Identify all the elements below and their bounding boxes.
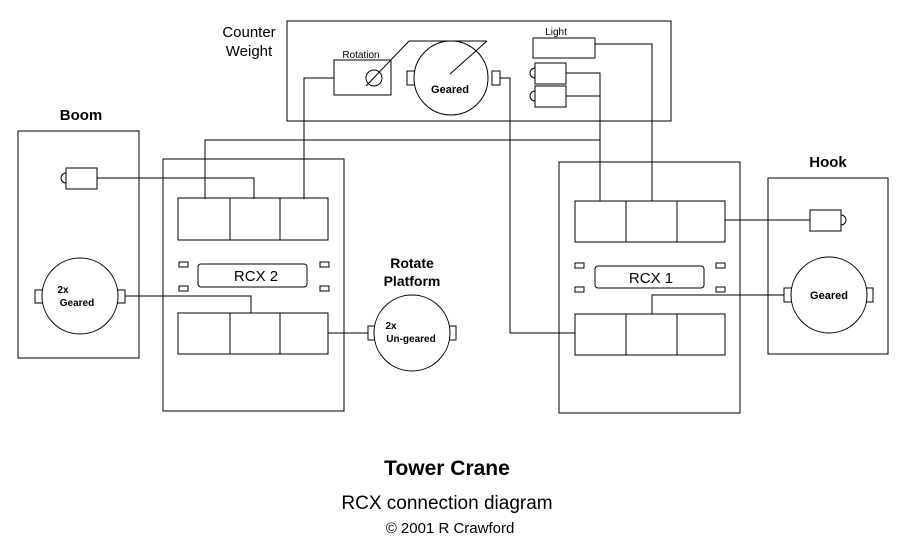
rcx2-input-3 bbox=[279, 197, 329, 241]
counterweight-motor: Geared bbox=[406, 40, 501, 116]
rcx1-output-c bbox=[676, 313, 726, 356]
rcx2-display bbox=[197, 263, 308, 288]
light-sensor-label: Light bbox=[545, 27, 567, 38]
hook-motor-label: Geared bbox=[810, 290, 848, 302]
hook-touch-sensor bbox=[809, 209, 847, 232]
rcx2-label: RCX 2 bbox=[234, 268, 278, 285]
rcx2-input-1 bbox=[177, 197, 231, 241]
rotate-platform-label-line1: Rotate bbox=[390, 255, 434, 271]
counterweight-label-line2: Weight bbox=[226, 43, 273, 60]
rcx1-brick: RCX 1 bbox=[558, 161, 741, 414]
rcx2-output-c bbox=[279, 312, 329, 355]
rcx2-input-2 bbox=[229, 197, 281, 241]
diagram-subtitle: RCX connection diagram bbox=[341, 493, 552, 514]
motor-terminal-right bbox=[491, 70, 501, 86]
rcx2-output-b bbox=[229, 312, 281, 355]
rotate-platform-label-line2: Platform bbox=[384, 273, 441, 289]
boom-motor-label-1: 2x bbox=[57, 285, 69, 296]
rcx2-brick: RCX 2 bbox=[162, 158, 345, 412]
counterweight-motor-label: Geared bbox=[431, 84, 469, 96]
wires bbox=[97, 43, 810, 334]
rcx2-output-a bbox=[177, 312, 231, 355]
hook-label: Hook bbox=[809, 154, 847, 171]
boom-motor-label-2: Geared bbox=[60, 298, 94, 309]
rotate-motor-label-1: 2x bbox=[385, 321, 397, 332]
diagram-credit: © 2001 R Crawford bbox=[386, 520, 515, 537]
touch-sensor-upper bbox=[529, 62, 567, 85]
rcx1-input-1 bbox=[574, 200, 627, 243]
rotation-sensor: Rotation bbox=[333, 40, 487, 96]
rcx1-output-b bbox=[625, 313, 678, 356]
touch-sensor-lower bbox=[529, 85, 567, 108]
rcx1-input-2 bbox=[625, 200, 678, 243]
hook-motor: Geared bbox=[783, 256, 874, 334]
rcx1-output-a bbox=[574, 313, 627, 356]
rotate-platform-motor: 2x Un-geared bbox=[367, 294, 457, 372]
rotate-motor-label-2: Un-geared bbox=[386, 334, 435, 345]
light-sensor: Light bbox=[532, 27, 596, 59]
boom-motor: 2x Geared bbox=[34, 257, 126, 335]
rcx1-display bbox=[594, 265, 705, 289]
rcx1-input-3 bbox=[676, 200, 726, 243]
boom-label: Boom bbox=[60, 107, 103, 124]
boom-touch-sensor bbox=[60, 167, 98, 190]
rcx1-label: RCX 1 bbox=[629, 270, 673, 287]
rotation-sensor-label: Rotation bbox=[342, 50, 379, 61]
counterweight-label-line1: Counter bbox=[222, 24, 275, 41]
diagram-title: Tower Crane bbox=[384, 457, 510, 480]
